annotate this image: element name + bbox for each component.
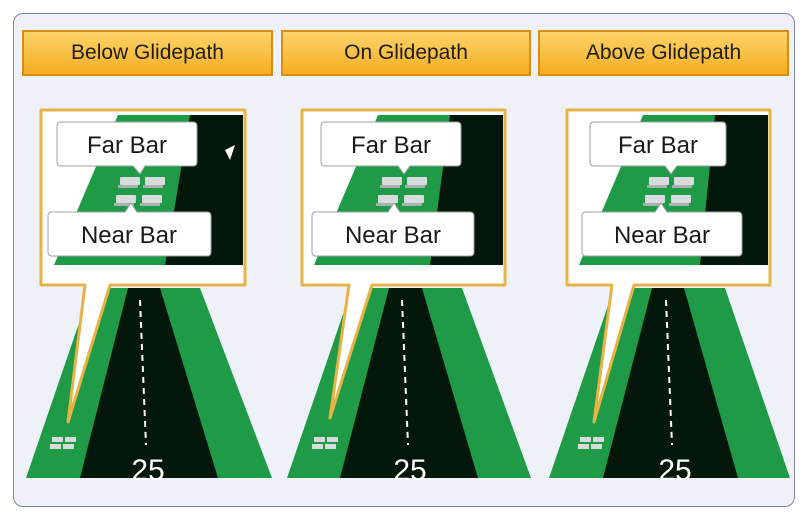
runway-number: 25 [658, 454, 691, 487]
far-bar-label: Far Bar [618, 132, 698, 159]
runway-number: 25 [393, 454, 426, 487]
near-bar-lights [114, 195, 162, 206]
near-bar-label: Near Bar [614, 222, 710, 249]
far-bar-label-box [589, 121, 727, 175]
runway-surface [340, 288, 478, 478]
far-bar-lights [380, 177, 427, 188]
near-bar-lights [643, 195, 691, 206]
header-on-glidepath: On Glidepath [281, 30, 531, 76]
far-bar-label-box [56, 121, 198, 175]
far-bar-label-box [320, 121, 462, 175]
near-bar-label: Near Bar [81, 222, 177, 249]
far-bar-lights [118, 177, 165, 188]
far-bar-label: Far Bar [351, 132, 431, 159]
centerline [665, 299, 673, 446]
runway-surface [80, 288, 218, 478]
papi-lights-ground [578, 437, 604, 449]
far-bar-label: Far Bar [87, 132, 167, 159]
panel-on-glidepath: 25 Far Bar Near Bar [287, 108, 531, 487]
near-bar-label-box [581, 202, 743, 257]
near-bar-label-box [311, 202, 475, 257]
papi-lights-ground [50, 437, 76, 449]
papi-lights-ground [312, 437, 338, 449]
centerline [401, 299, 409, 446]
panel-below-glidepath: 25 Far Bar Near Bar [26, 108, 272, 487]
panel-above-glidepath: 25 Far Bar Near Bar [549, 108, 790, 487]
header-above-glidepath: Above Glidepath [538, 30, 789, 76]
runway-number: 25 [131, 454, 164, 487]
near-bar-label-box [47, 202, 212, 257]
far-bar-lights [647, 177, 694, 188]
near-bar-label: Near Bar [345, 222, 441, 249]
centerline [139, 299, 147, 446]
header-below-glidepath: Below Glidepath [22, 30, 273, 76]
runway-surface [603, 288, 738, 478]
near-bar-lights [376, 195, 424, 206]
